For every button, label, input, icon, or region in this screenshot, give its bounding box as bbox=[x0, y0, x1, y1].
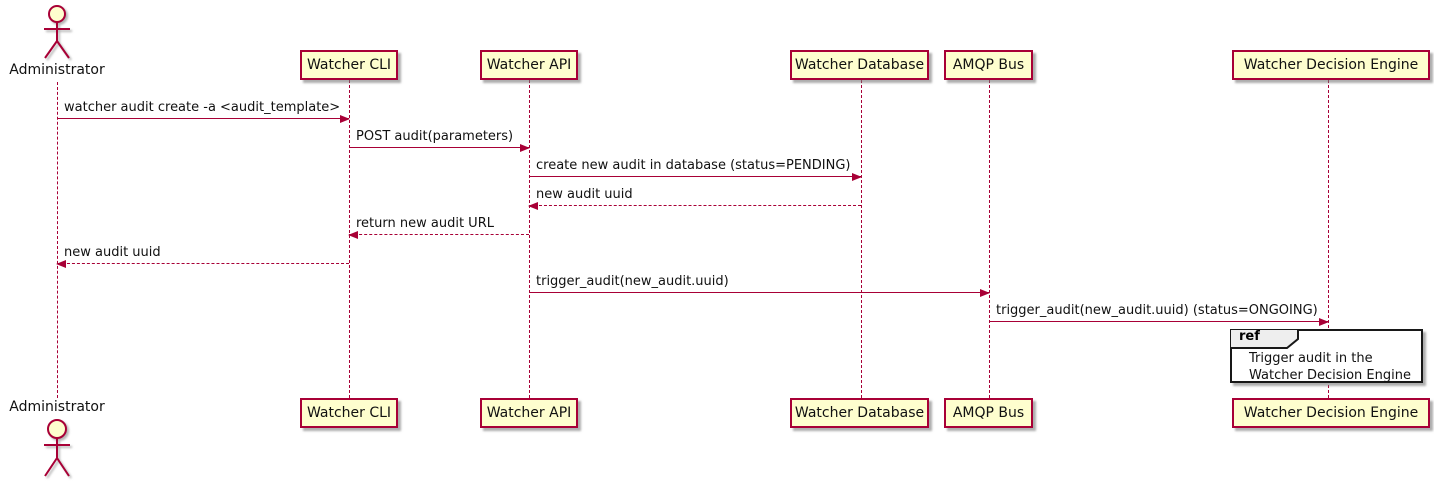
arrowhead-left-icon bbox=[56, 260, 66, 268]
message-new-audit-uuid-db: new audit uuid bbox=[528, 187, 861, 210]
lifeline-watcher-cli bbox=[349, 80, 350, 398]
message-return-new-audit-url: return new audit URL bbox=[348, 216, 529, 239]
participant-label: Watcher API bbox=[486, 57, 572, 73]
message-label: trigger_audit(new_audit.uuid) bbox=[536, 274, 729, 289]
participant-watcher-database-top: Watcher Database bbox=[790, 50, 929, 80]
ref-tab-shape bbox=[1229, 328, 1299, 349]
participant-watcher-database-bottom: Watcher Database bbox=[790, 398, 929, 428]
lifeline-watcher-database bbox=[861, 80, 862, 398]
actor-label-administrator-bottom: Administrator bbox=[9, 399, 105, 415]
message-label: POST audit(parameters) bbox=[356, 129, 514, 144]
participant-watcher-decision-engine-top: Watcher Decision Engine bbox=[1232, 50, 1430, 80]
actor-label-administrator-top: Administrator bbox=[9, 62, 105, 78]
message-trigger-audit: trigger_audit(new_audit.uuid) bbox=[529, 274, 990, 297]
participant-label: Watcher Decision Engine bbox=[1243, 57, 1419, 73]
participant-label: AMQP Bus bbox=[952, 57, 1025, 73]
participant-watcher-cli-top: Watcher CLI bbox=[300, 50, 398, 80]
message-watcher-audit-create: watcher audit create -a <audit_template> bbox=[57, 100, 350, 123]
participant-amqp-bus-top: AMQP Bus bbox=[944, 50, 1033, 80]
ref-line: Trigger audit in the bbox=[1249, 351, 1373, 366]
arrowhead-right-icon bbox=[852, 173, 862, 181]
lifeline-watcher-decision-engine bbox=[1328, 80, 1329, 398]
message-label: new audit uuid bbox=[536, 187, 633, 202]
message-label: return new audit URL bbox=[356, 216, 494, 231]
message-post-audit: POST audit(parameters) bbox=[349, 129, 530, 152]
participant-label: Watcher CLI bbox=[306, 57, 392, 73]
ref-line: Watcher Decision Engine bbox=[1249, 368, 1411, 383]
participant-label: Watcher Database bbox=[794, 57, 925, 73]
participant-label: AMQP Bus bbox=[952, 405, 1025, 421]
ref-tab: ref bbox=[1229, 328, 1300, 349]
message-trigger-audit-ongoing: trigger_audit(new_audit.uuid) (status=ON… bbox=[989, 303, 1329, 326]
message-new-audit-uuid-cli: new audit uuid bbox=[56, 245, 349, 268]
participant-label: Watcher Database bbox=[794, 405, 925, 421]
lifeline-administrator bbox=[57, 82, 58, 398]
ref-fragment: ref Trigger audit in the Watcher Decisio… bbox=[1229, 328, 1423, 384]
participant-label: Watcher API bbox=[486, 405, 572, 421]
lifeline-watcher-api bbox=[529, 80, 530, 398]
message-label: create new audit in database (status=PEN… bbox=[536, 158, 851, 173]
arrowhead-left-icon bbox=[348, 231, 358, 239]
message-label: new audit uuid bbox=[64, 245, 161, 260]
arrowhead-right-icon bbox=[980, 289, 990, 297]
arrowhead-right-icon bbox=[340, 115, 350, 123]
participant-amqp-bus-bottom: AMQP Bus bbox=[944, 398, 1033, 428]
participant-watcher-decision-engine-bottom: Watcher Decision Engine bbox=[1232, 398, 1430, 428]
participant-watcher-api-bottom: Watcher API bbox=[480, 398, 578, 428]
administrator-actor-icon-bottom bbox=[44, 419, 70, 477]
administrator-actor-icon bbox=[44, 5, 70, 59]
message-label: trigger_audit(new_audit.uuid) (status=ON… bbox=[996, 303, 1318, 318]
ref-keyword: ref bbox=[1239, 329, 1260, 344]
arrowhead-right-icon bbox=[1319, 318, 1329, 326]
ref-body: Trigger audit in the Watcher Decision En… bbox=[1249, 350, 1417, 384]
lifeline-amqp-bus bbox=[989, 80, 990, 398]
participant-label: Watcher CLI bbox=[306, 405, 392, 421]
message-create-new-audit: create new audit in database (status=PEN… bbox=[529, 158, 862, 181]
message-label: watcher audit create -a <audit_template> bbox=[64, 100, 341, 115]
arrowhead-left-icon bbox=[528, 202, 538, 210]
participant-watcher-cli-bottom: Watcher CLI bbox=[300, 398, 398, 428]
arrowhead-right-icon bbox=[520, 144, 530, 152]
participant-watcher-api-top: Watcher API bbox=[480, 50, 578, 80]
participant-label: Watcher Decision Engine bbox=[1243, 405, 1419, 421]
